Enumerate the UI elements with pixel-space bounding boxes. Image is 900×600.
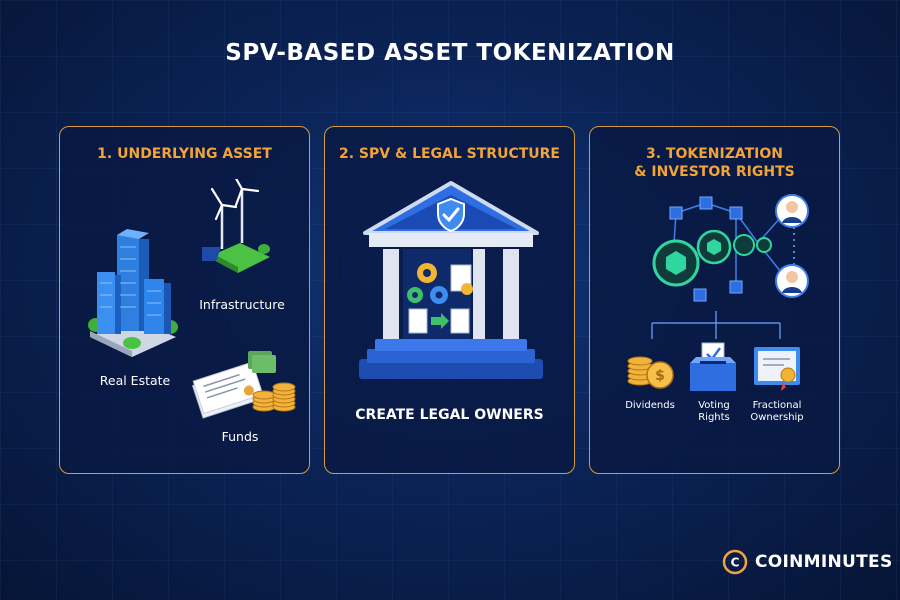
ballot-box-icon: [690, 342, 736, 391]
panel-heading: 2. SPV & LEGAL STRUCTURE: [339, 146, 560, 162]
connector-lines: [651, 311, 781, 339]
funds-label: Funds: [221, 429, 259, 444]
token-network-icon: [652, 196, 795, 302]
coins-icon: $: [627, 356, 674, 389]
voting-rights-label: Voting Rights: [684, 400, 744, 424]
real-estate-label: Real Estate: [99, 373, 171, 388]
coins-icon: [252, 382, 296, 412]
skyscraper-icon: [88, 229, 178, 357]
create-legal-owners-caption: CREATE LEGAL OWNERS: [355, 407, 544, 423]
wind-turbine-icon: [202, 179, 270, 273]
page-title: SPV-BASED ASSET TOKENIZATION: [225, 40, 675, 66]
voting-rights-line1: Voting: [698, 400, 730, 411]
documents-icon: [191, 351, 276, 419]
dividends-label: Dividends: [625, 400, 675, 411]
fractional-ownership-line2: Ownership: [750, 412, 804, 423]
shield-check-icon: [437, 197, 465, 233]
infrastructure-label: Infrastructure: [199, 297, 285, 312]
panel-heading-line1: 3. TOKENIZATION: [646, 146, 783, 162]
investor-icon: [775, 194, 809, 228]
svg-text:$: $: [655, 368, 665, 384]
investor-icon: [775, 264, 809, 298]
coinminutes-logo-icon: C: [722, 549, 748, 575]
logo-letter: C: [731, 556, 740, 570]
brand-logo: C COINMINUTES: [722, 548, 893, 576]
fractional-ownership-line1: Fractional: [752, 400, 802, 411]
bank-building-icon: [359, 181, 543, 379]
brand-name: COINMINUTES: [755, 552, 893, 572]
panel-tokenization-investor-rights: 3. TOKENIZATION & INVESTOR RIGHTS: [589, 126, 840, 474]
voting-rights-line2: Rights: [698, 412, 730, 423]
fractional-ownership-label: Fractional Ownership: [742, 400, 812, 424]
panel-underlying-asset: 1. UNDERLYING ASSET Real Estate: [59, 126, 310, 474]
panel-heading: 3. TOKENIZATION & INVESTOR RIGHTS: [590, 145, 839, 181]
panel-heading-line2: & INVESTOR RIGHTS: [634, 164, 795, 180]
panel-spv-legal-structure: 2. SPV & LEGAL STRUCTURE CREAT: [324, 126, 575, 474]
certificate-icon: [754, 347, 800, 392]
panel-heading: 1. UNDERLYING ASSET: [97, 146, 272, 162]
